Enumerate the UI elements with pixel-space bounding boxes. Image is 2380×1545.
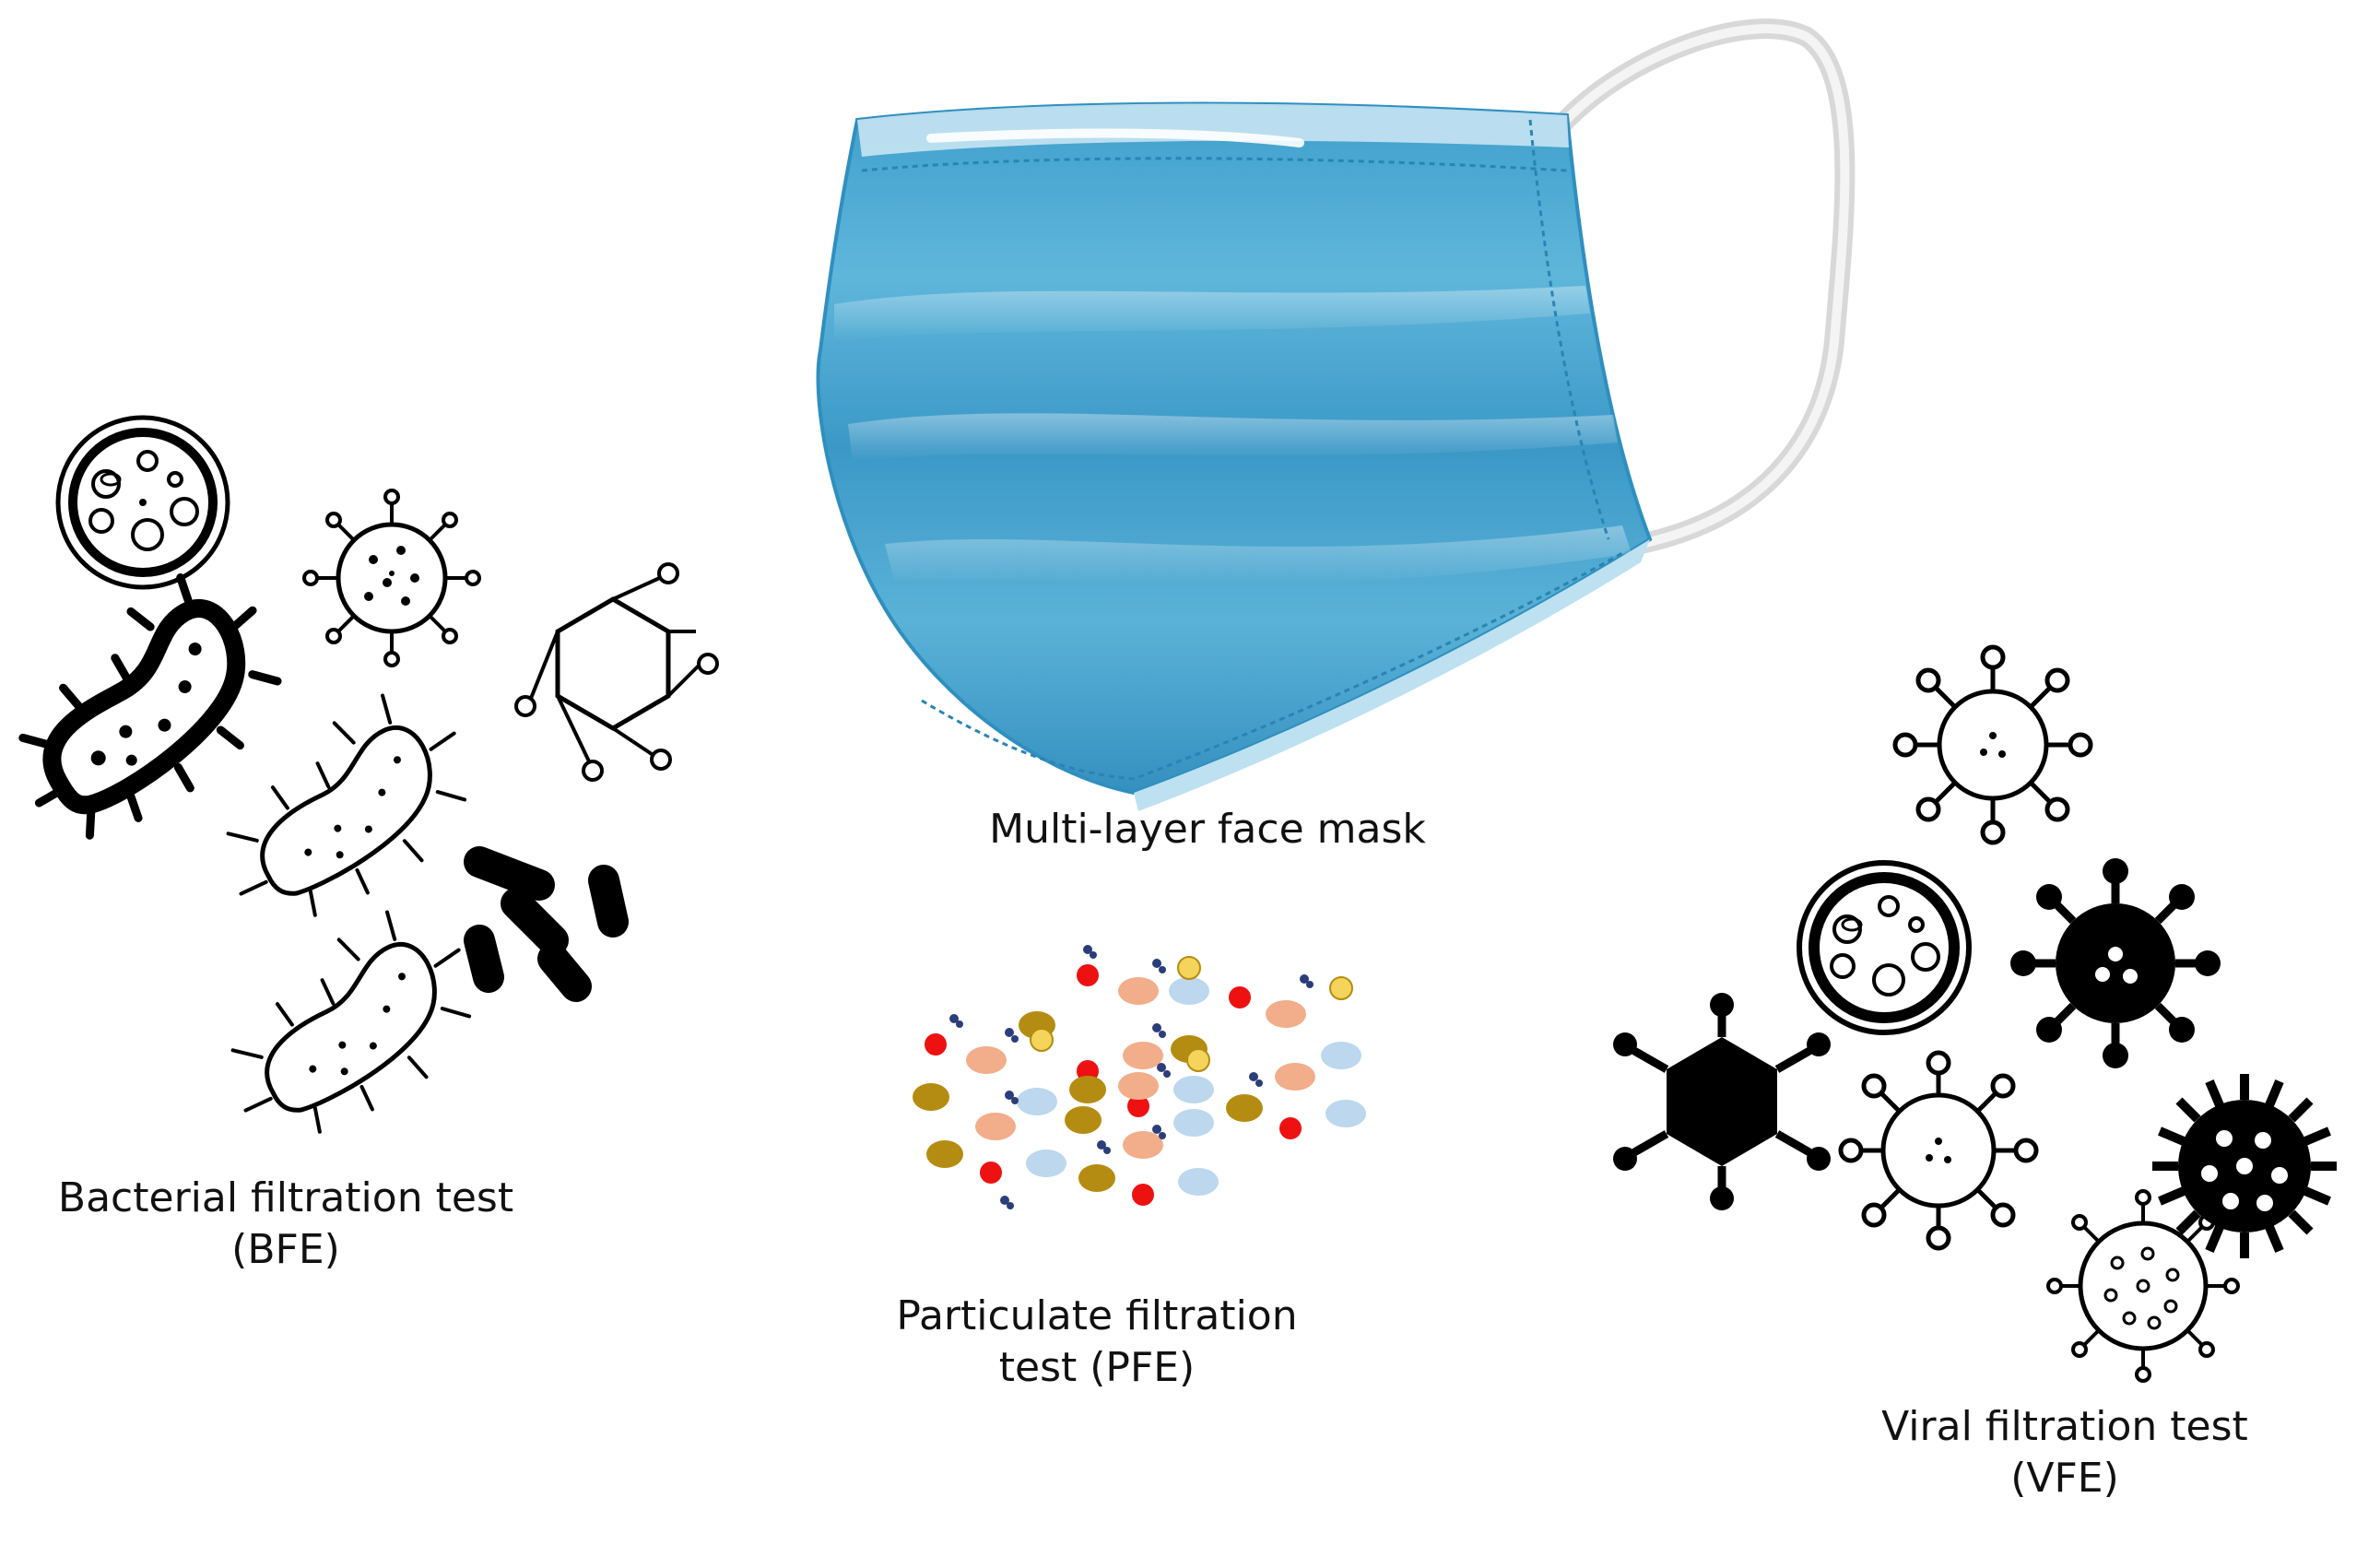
virus-icon [1892, 644, 2093, 845]
virus-icon [1838, 1050, 2039, 1251]
particle-cluster [913, 945, 1366, 1209]
pfe-caption: Particulate filtration test (PFE) [811, 1291, 1383, 1394]
mask-caption: Multi-layer face mask [857, 804, 1558, 855]
virus-icon [2152, 1074, 2337, 1258]
mask-label: Multi-layer face mask [989, 806, 1426, 853]
bacterium-icon [226, 693, 467, 917]
vfe-label-line1: Viral filtration test [1881, 1403, 2248, 1450]
virus-icon [2010, 858, 2221, 1068]
pfe-label-line1: Particulate filtration [896, 1292, 1298, 1339]
petri-dish-icon [1797, 860, 1972, 1035]
virus-icon [302, 489, 481, 667]
bacterium-icon [18, 573, 282, 840]
rod-bacteria-icon [464, 846, 629, 1002]
bfe-caption: Bacterial filtration test (BFE) [0, 1173, 571, 1276]
petri-dish-icon [55, 415, 230, 590]
hexagon-virus-icon [1613, 993, 1831, 1210]
vfe-caption: Viral filtration test (VFE) [1779, 1401, 2351, 1504]
pfe-label-line2: test (PFE) [998, 1344, 1196, 1391]
bacterium-icon [230, 910, 472, 1134]
bfe-label-line2: (BFE) [231, 1226, 340, 1273]
virus-icon [2046, 1189, 2240, 1383]
mask-icon [816, 18, 1856, 811]
vfe-label-line2: (VFE) [2010, 1455, 2119, 1502]
hexagon-virus-icon [514, 562, 719, 782]
bfe-label-line1: Bacterial filtration test [57, 1174, 514, 1221]
